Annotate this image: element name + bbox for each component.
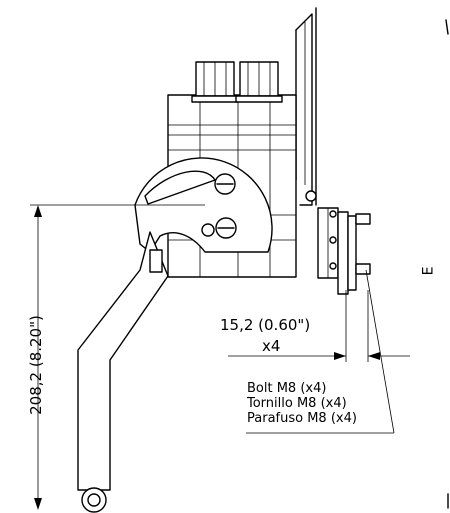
offset-dimension-label: 15,2 (0.60") (220, 316, 311, 334)
mounting-plate (295, 7, 317, 206)
offset-dimension (228, 290, 410, 362)
bolt-leader (246, 269, 395, 434)
side-view-label: E (420, 266, 437, 276)
bolt-note-line-es: Tornillo M8 (x4) (247, 396, 347, 411)
cam-housing (134, 157, 273, 253)
lever-arm (77, 217, 237, 513)
height-dimension-label: 208,2 (8.20") (27, 315, 45, 415)
bolt-note-line-en: Bolt M8 (x4) (247, 381, 327, 396)
hex-fittings (191, 61, 283, 103)
bolt-note-line-pt: Parafuso M8 (x4) (247, 411, 357, 426)
bolt-note: Bolt M8 (x4) Tornillo M8 (x4) Parafuso M… (247, 381, 357, 426)
height-dimension (30, 204, 140, 510)
edge-marks (445, 19, 449, 509)
offset-multiplier-label: x4 (262, 337, 281, 355)
side-bracket (305, 190, 371, 295)
